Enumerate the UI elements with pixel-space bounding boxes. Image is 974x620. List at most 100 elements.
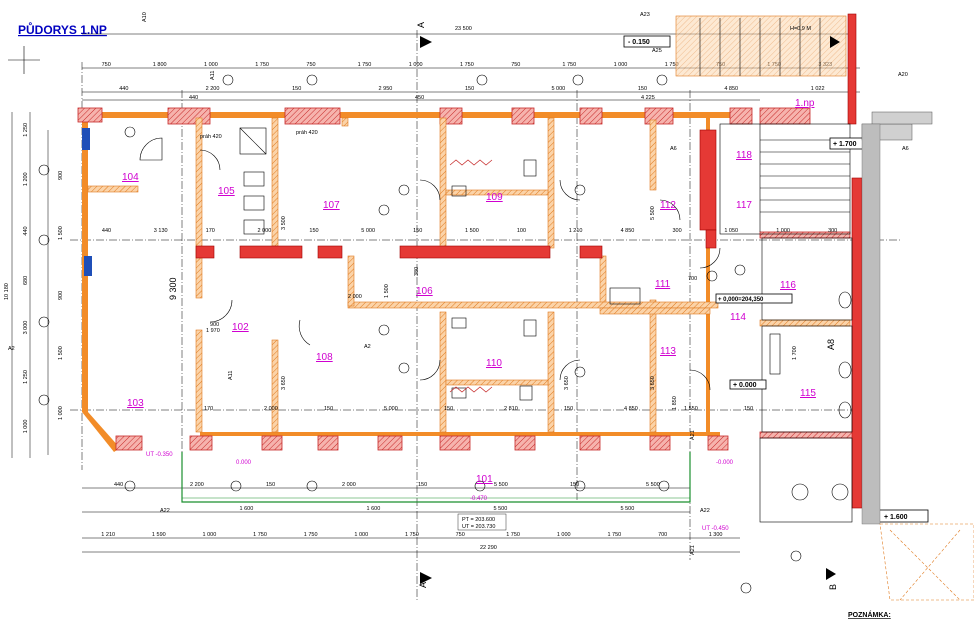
column-markers <box>38 74 802 594</box>
internal_dims.upper_row-8: 100 <box>517 228 526 234</box>
room-106: 106 <box>416 286 433 297</box>
left_dims.row1-6: 1 000 <box>23 420 29 434</box>
left_dims.row2-4: 1 000 <box>58 406 64 420</box>
top_dims.row2-0: 440 <box>119 86 128 92</box>
bottom-pillars <box>115 435 729 451</box>
left_dims.row1-4: 3 000 <box>23 321 29 335</box>
room-108: 108 <box>316 352 333 363</box>
svg-text:A21: A21 <box>690 545 696 555</box>
bottom_dims.row3-2: 5 500 <box>494 506 508 512</box>
svg-text:700: 700 <box>688 276 697 282</box>
top_dims.row1-9: 1 750 <box>562 62 576 68</box>
internal_dims.upper_row-7: 1 500 <box>465 228 479 234</box>
door-swings <box>139 137 721 391</box>
dim-total-bottom: 22 290 <box>480 545 497 551</box>
svg-text:B: B <box>828 584 838 590</box>
internal_dims.lower_row-7: 4 850 <box>624 406 638 412</box>
svg-text:2 000: 2 000 <box>348 294 362 300</box>
svg-text:1 850: 1 850 <box>672 396 678 410</box>
svg-text:3 650: 3 650 <box>650 376 656 390</box>
internal_dims.upper_row-3: 2 000 <box>258 228 272 234</box>
top_dims.row1-6: 1 000 <box>409 62 423 68</box>
svg-text:3 650: 3 650 <box>564 376 570 390</box>
top_dims.row1-1: 1 800 <box>153 62 167 68</box>
room-117: 117 <box>736 200 752 211</box>
left_dims.row2-0: 900 <box>58 171 64 180</box>
bottom_dims.row1-1: 2 200 <box>190 482 204 488</box>
internal_dims.upper_row-5: 5 000 <box>361 228 375 234</box>
room-115: 115 <box>800 388 816 399</box>
drawing-title: PŮDORYS 1.NP <box>18 21 107 37</box>
furniture-105 <box>239 127 267 235</box>
svg-text:A6: A6 <box>902 146 909 152</box>
svg-text:A: A <box>416 22 426 28</box>
internal_dims.lower_row-0: 170 <box>204 406 213 412</box>
top_dims.row1-5: 1 750 <box>358 62 372 68</box>
bottom_dims.row1-7: 5 500 <box>646 482 660 488</box>
bottom_dims.row3-1: 1 600 <box>367 506 381 512</box>
bottom_dims.row2-9: 1 000 <box>557 532 571 538</box>
svg-text:A11: A11 <box>228 371 234 380</box>
top_dims.row2-3: 2 950 <box>379 86 393 92</box>
svg-text:A20: A20 <box>898 72 908 78</box>
internal_dims.upper_row-10: 4 850 <box>621 228 635 234</box>
svg-text:5 500: 5 500 <box>650 206 656 220</box>
svg-text:A: A <box>418 582 428 588</box>
svg-text:1 500: 1 500 <box>384 284 390 298</box>
level-1np-label: 1.np <box>795 98 815 109</box>
room-114: 114 <box>730 312 746 323</box>
internal_dims.lower_row-2: 150 <box>324 406 333 412</box>
bottom_dims.row1-2: 150 <box>266 482 275 488</box>
top_dims.row2-6: 150 <box>638 86 647 92</box>
internal_dims.lower_row-3: 5 000 <box>384 406 398 412</box>
svg-text:A2: A2 <box>364 344 371 350</box>
room-101: 101 <box>476 474 493 485</box>
left-windows <box>82 128 92 276</box>
bottom_dims.row2-1: 1 590 <box>152 532 166 538</box>
room-111: 111 <box>655 279 671 290</box>
dim-total-left: 10 180 <box>4 283 10 300</box>
section-marks: A A B A2 A2 A6 A6 A8 A20 A21 A21 A22 A22… <box>8 12 909 590</box>
internal_dims.lower_row-5: 2 810 <box>504 406 518 412</box>
internal_dims.upper_row-12: 1 050 <box>724 228 738 234</box>
left_dims.row2-1: 1 500 <box>58 226 64 240</box>
top_dims.row1-10: 1 000 <box>614 62 628 68</box>
bottom_dims.row2-2: 1 000 <box>203 532 217 538</box>
top_dims.row1-3: 1 750 <box>255 62 269 68</box>
bottom_dims.row2-11: 700 <box>658 532 667 538</box>
bottom_dims.row1-3: 2 000 <box>342 482 356 488</box>
room-107: 107 <box>323 200 340 211</box>
svg-text:práh 420: práh 420 <box>200 134 222 140</box>
bottom_dims.row2-8: 1 750 <box>506 532 520 538</box>
bottom_dims.row2-7: 750 <box>456 532 465 538</box>
bottom_dims.row2-3: 1 750 <box>253 532 267 538</box>
magenta-level-1: -0.470 <box>470 496 488 502</box>
left_dims.row1-1: 1 200 <box>23 172 29 186</box>
svg-text:A11: A11 <box>210 71 216 80</box>
svg-text:A23: A23 <box>640 12 650 18</box>
room-102: 102 <box>232 322 249 333</box>
room-110: 110 <box>486 358 502 369</box>
svg-text:A21: A21 <box>690 430 696 440</box>
top_dims.row2-2: 150 <box>292 86 301 92</box>
sanitary-block: + 1.600 <box>759 123 974 601</box>
bottom_dims.row2-5: 1 000 <box>354 532 368 538</box>
bottom_dims.row1-4: 150 <box>418 482 427 488</box>
top_dims.row2-8: 1 022 <box>811 86 825 92</box>
internal_dims.lower_row-9: 150 <box>744 406 753 412</box>
svg-text:3 650: 3 650 <box>281 376 287 390</box>
top_dims.row1-8: 750 <box>511 62 520 68</box>
svg-text:A25: A25 <box>652 48 662 54</box>
level-lower: + 0.000 <box>733 382 757 389</box>
internal_dims.upper_row-14: 300 <box>828 228 837 234</box>
room-118: 118 <box>736 150 752 161</box>
magenta-level-2: UT -0.450 <box>702 526 729 532</box>
internal_dims.upper_row-2: 170 <box>206 228 215 234</box>
top_dims.row3-2: 4 225 <box>641 95 655 101</box>
top_dims.row2-4: 150 <box>465 86 474 92</box>
staircase-right: + 1.700 1.np <box>719 98 933 235</box>
level-stair-right: + 1.700 <box>833 141 857 148</box>
